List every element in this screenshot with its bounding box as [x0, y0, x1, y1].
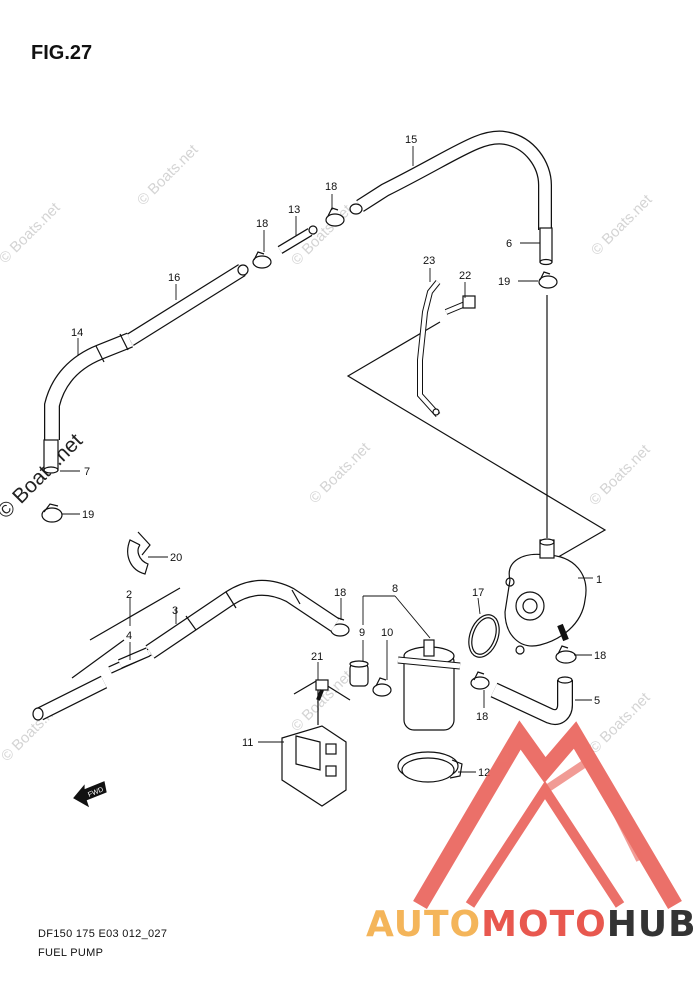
brand-part-auto: AUTO — [366, 904, 482, 945]
hose-15 — [349, 130, 552, 230]
callout-18-c: 18 — [334, 587, 346, 599]
bolt-22 — [444, 295, 476, 315]
callout-18-b: 18 — [325, 181, 337, 193]
callout-5: 5 — [594, 695, 600, 707]
callout-17: 17 — [472, 587, 484, 599]
clip-18-d — [470, 671, 490, 690]
callout-21: 21 — [311, 651, 323, 663]
clamp-12 — [397, 751, 463, 783]
pipe-4 — [118, 647, 150, 669]
bracket-23 — [417, 280, 441, 418]
callouts: 1 2 3 4 5 6 7 8 9 10 11 12 13 14 15 16 1… — [71, 134, 606, 799]
callout-22: 22 — [459, 270, 471, 282]
callout-15: 15 — [405, 134, 417, 146]
callout-7: 7 — [84, 466, 90, 478]
clip-18-e — [555, 645, 577, 664]
callout-3: 3 — [172, 605, 178, 617]
clip-18-b — [325, 207, 345, 227]
clip-10 — [372, 677, 392, 697]
callout-18-d: 18 — [594, 650, 606, 662]
callout-18-e: 18 — [476, 711, 488, 723]
callout-23: 23 — [423, 255, 435, 267]
callout-19-b: 19 — [82, 509, 94, 521]
callout-13: 13 — [288, 204, 300, 216]
brand-logo-triangle — [413, 720, 682, 910]
o-ring-17 — [468, 614, 500, 658]
diagram-code: DF150 175 E03 012_027 — [38, 928, 168, 940]
connector-13 — [277, 225, 318, 254]
callout-8: 8 — [392, 583, 398, 595]
callout-14: 14 — [71, 327, 83, 339]
leader-lines — [60, 146, 593, 773]
callout-4: 4 — [126, 630, 132, 642]
pipe-6 — [539, 227, 553, 266]
bolt-21 — [315, 679, 329, 701]
diagram-caption: FUEL PUMP — [38, 947, 104, 959]
callout-18-a: 18 — [256, 218, 268, 230]
clip-18-a — [252, 251, 272, 269]
callout-10: 10 — [381, 627, 393, 639]
hose-5 — [490, 676, 573, 725]
bracket-11 — [281, 725, 347, 807]
figure-title: FIG.27 — [31, 42, 93, 64]
callout-11: 11 — [242, 737, 253, 749]
sleeve-9 — [349, 660, 369, 687]
callout-1: 1 — [596, 574, 602, 586]
callout-16: 16 — [168, 272, 180, 284]
brand-part-moto: MOTO — [481, 904, 607, 945]
fuel-filter-8 — [397, 639, 461, 731]
callout-9: 9 — [359, 627, 365, 639]
brand-part-hub: HUB — [606, 904, 696, 945]
hose-16-14 — [44, 264, 249, 440]
clip-20 — [127, 531, 151, 575]
fwd-arrow — [73, 781, 107, 808]
callout-19-a: 19 — [498, 276, 510, 288]
hose-2-3 — [32, 579, 340, 721]
callout-20: 20 — [170, 552, 182, 564]
brand-logo-text: AUTOMOTOHUB — [366, 904, 696, 945]
clip-19-a — [538, 271, 558, 289]
guide-lines — [71, 295, 607, 725]
clip-19-b — [41, 503, 63, 523]
pipe-7 — [43, 439, 59, 474]
fuel-pump-1 — [504, 538, 587, 655]
callout-2: 2 — [126, 589, 132, 601]
callout-6: 6 — [506, 238, 512, 250]
